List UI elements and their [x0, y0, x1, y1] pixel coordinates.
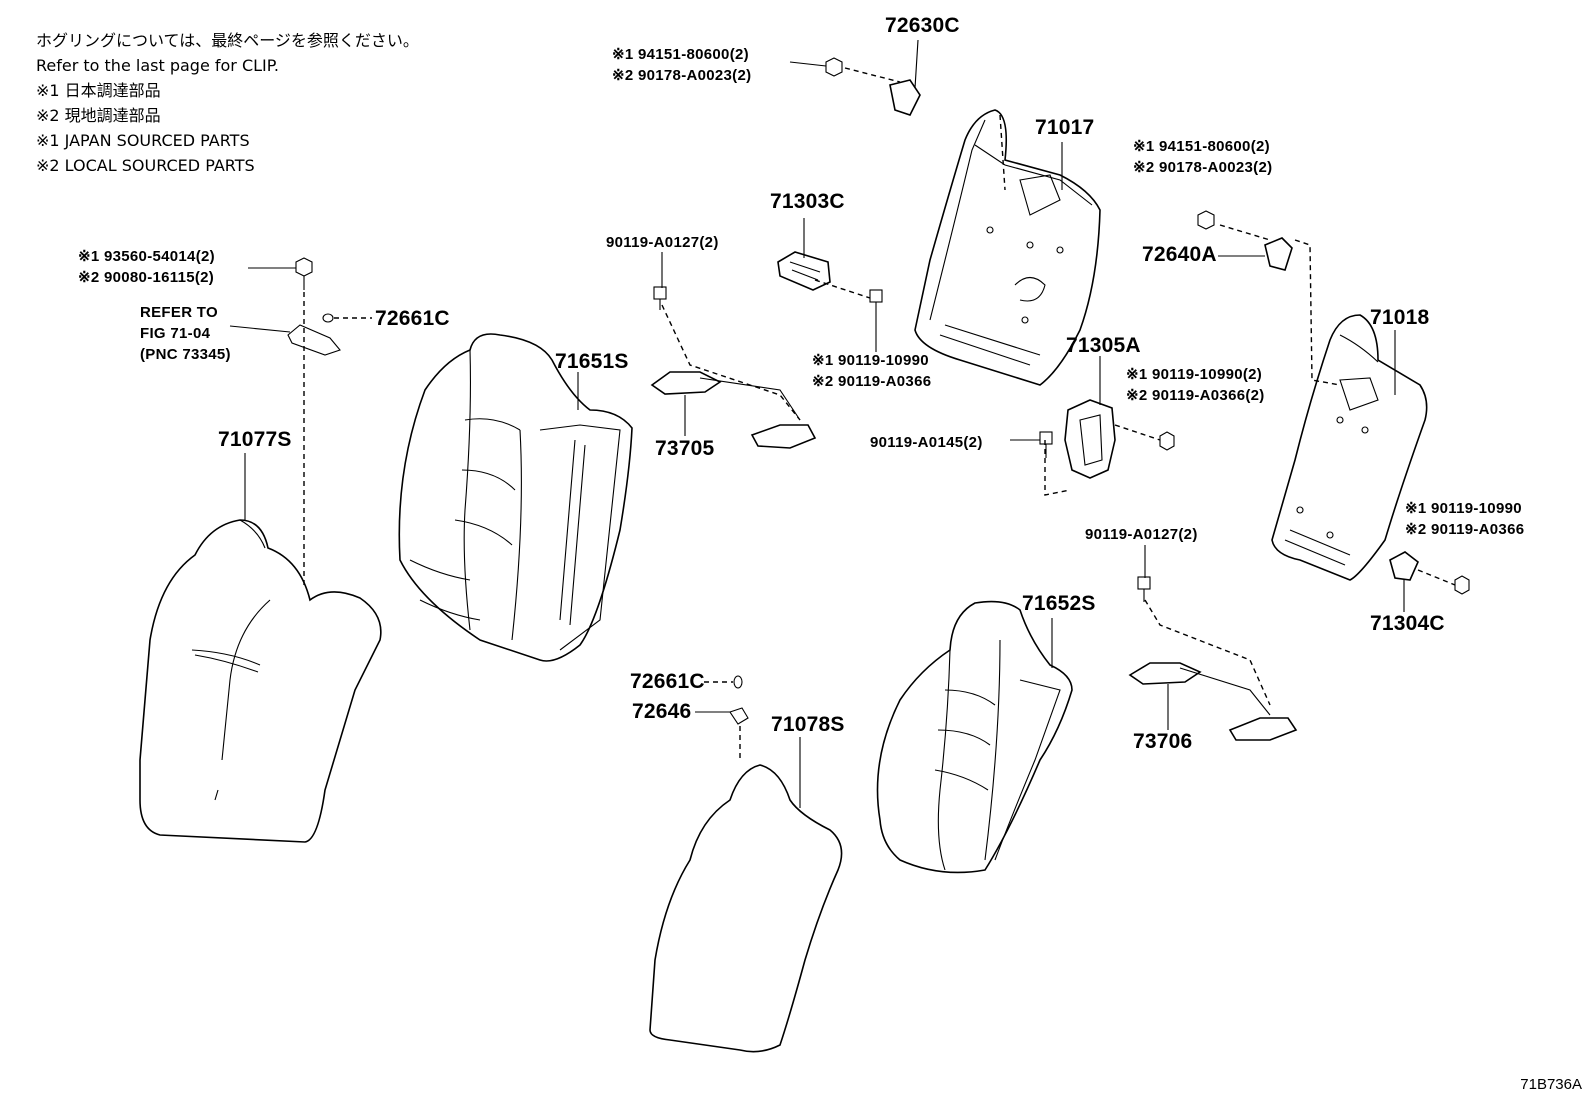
part-72630c-cover: [844, 39, 1006, 191]
part-71652s-seat-cover: [876, 600, 1073, 874]
note-clip-en: Refer to the last page for CLIP.: [36, 56, 279, 75]
note-japan-sourced-jp: ※1 日本調達部品: [36, 81, 161, 100]
label-72640a-ref-local: ※2 90178-A0023(2): [1133, 159, 1273, 176]
fastener-bolt-71304c: [1454, 575, 1470, 595]
part-71078s-seat-cover: [649, 764, 843, 1053]
leader-lines: [229, 61, 1405, 808]
label-73705: 73705: [655, 437, 715, 460]
part-71304c-bracket: [1389, 551, 1456, 586]
label-71303c-ref-local: ※2 90119-A0366: [812, 373, 932, 390]
fastener-bolt-top-left: [653, 286, 667, 310]
fastener-bolt-a0145: [1039, 431, 1053, 458]
label-72630c-ref-local: ※2 90178-A0023(2): [612, 67, 752, 84]
label-71303c-ref-japan: ※1 90119-10990: [812, 352, 929, 369]
fastener-bolt-71305a: [1159, 431, 1175, 451]
label-71304c-ref-local: ※2 90119-A0366: [1405, 521, 1525, 538]
label-93560-ref-local: ※2 90080-16115(2): [78, 269, 215, 286]
note-local-sourced-en: ※2 LOCAL SOURCED PARTS: [36, 156, 255, 175]
label-72661c-bottom: 72661C: [630, 670, 705, 693]
part-73706-bracket: [1128, 599, 1298, 741]
refer-line-3: (PNC 73345): [140, 346, 231, 363]
diagram-code: 71B736A: [1520, 1076, 1582, 1093]
label-71017: 71017: [1035, 116, 1095, 139]
label-72630c-ref-japan: ※1 94151-80600(2): [612, 46, 749, 63]
notes-block: ホグリングについては、最終ページを参照ください。 Refer to the la…: [36, 28, 419, 178]
ring-72661c-bottom: [704, 675, 743, 689]
note-hog-ring-jp: ホグリングについては、最終ページを参照ください。: [36, 31, 419, 50]
label-72661c-top: 72661C: [375, 307, 450, 330]
label-71652s: 71652S: [1022, 592, 1096, 615]
label-93560-ref-japan: ※1 93560-54014(2): [78, 248, 215, 265]
label-72640a-ref-japan: ※1 94151-80600(2): [1133, 138, 1270, 155]
part-71077s-seatback-cover: [139, 519, 382, 843]
label-72630c: 72630C: [885, 14, 960, 37]
note-japan-sourced-en: ※1 JAPAN SOURCED PARTS: [36, 131, 250, 150]
label-71304c-ref-japan: ※1 90119-10990: [1405, 500, 1522, 517]
label-71303c: 71303C: [770, 190, 845, 213]
part-72640a-cover: [1219, 224, 1341, 386]
label-71078s: 71078S: [771, 713, 845, 736]
fastener-bolt-71303c: [869, 289, 883, 312]
fastener-nut-72640a: [1197, 210, 1215, 230]
label-73706: 73706: [1133, 730, 1193, 753]
part-71303c-bracket: [777, 251, 871, 299]
part-71018-seatback-frame: [1271, 314, 1428, 581]
label-72646: 72646: [632, 700, 692, 723]
label-refer-to: REFER TO FIG 71-04 (PNC 73345): [140, 302, 231, 365]
label-71304c: 71304C: [1370, 612, 1445, 635]
label-90119-a0127-bottom: 90119-A0127(2): [1085, 526, 1198, 543]
label-72640a: 72640A: [1142, 243, 1217, 266]
label-90119-a0145: 90119-A0145(2): [870, 434, 983, 451]
label-71018: 71018: [1370, 306, 1430, 329]
part-71651s-seatback-cover: [398, 333, 633, 662]
clip-72646: [729, 707, 749, 760]
label-71651s: 71651S: [555, 350, 629, 373]
note-local-sourced-jp: ※2 現地調達部品: [36, 106, 161, 125]
fastener-bolt-bottom: [1137, 576, 1151, 602]
refer-line-1: REFER TO: [140, 304, 218, 321]
part-71305a-bracket: [1044, 399, 1161, 496]
part-71017-seatback-frame: [914, 109, 1101, 386]
label-90119-a0127-top: 90119-A0127(2): [606, 234, 719, 251]
label-71305a-ref-local: ※2 90119-A0366(2): [1126, 387, 1265, 404]
fastener-screw-93560: [295, 257, 313, 585]
ring-72661c-top: [322, 313, 372, 323]
refer-line-2: FIG 71-04: [140, 325, 211, 342]
label-71305a: 71305A: [1066, 334, 1141, 357]
part-73705-bracket: [650, 304, 817, 449]
label-71305a-ref-japan: ※1 90119-10990(2): [1126, 366, 1263, 383]
fastener-nut-72630c: [825, 57, 843, 77]
label-71077s: 71077S: [218, 428, 292, 451]
clip-refer-71-04: [287, 324, 341, 356]
